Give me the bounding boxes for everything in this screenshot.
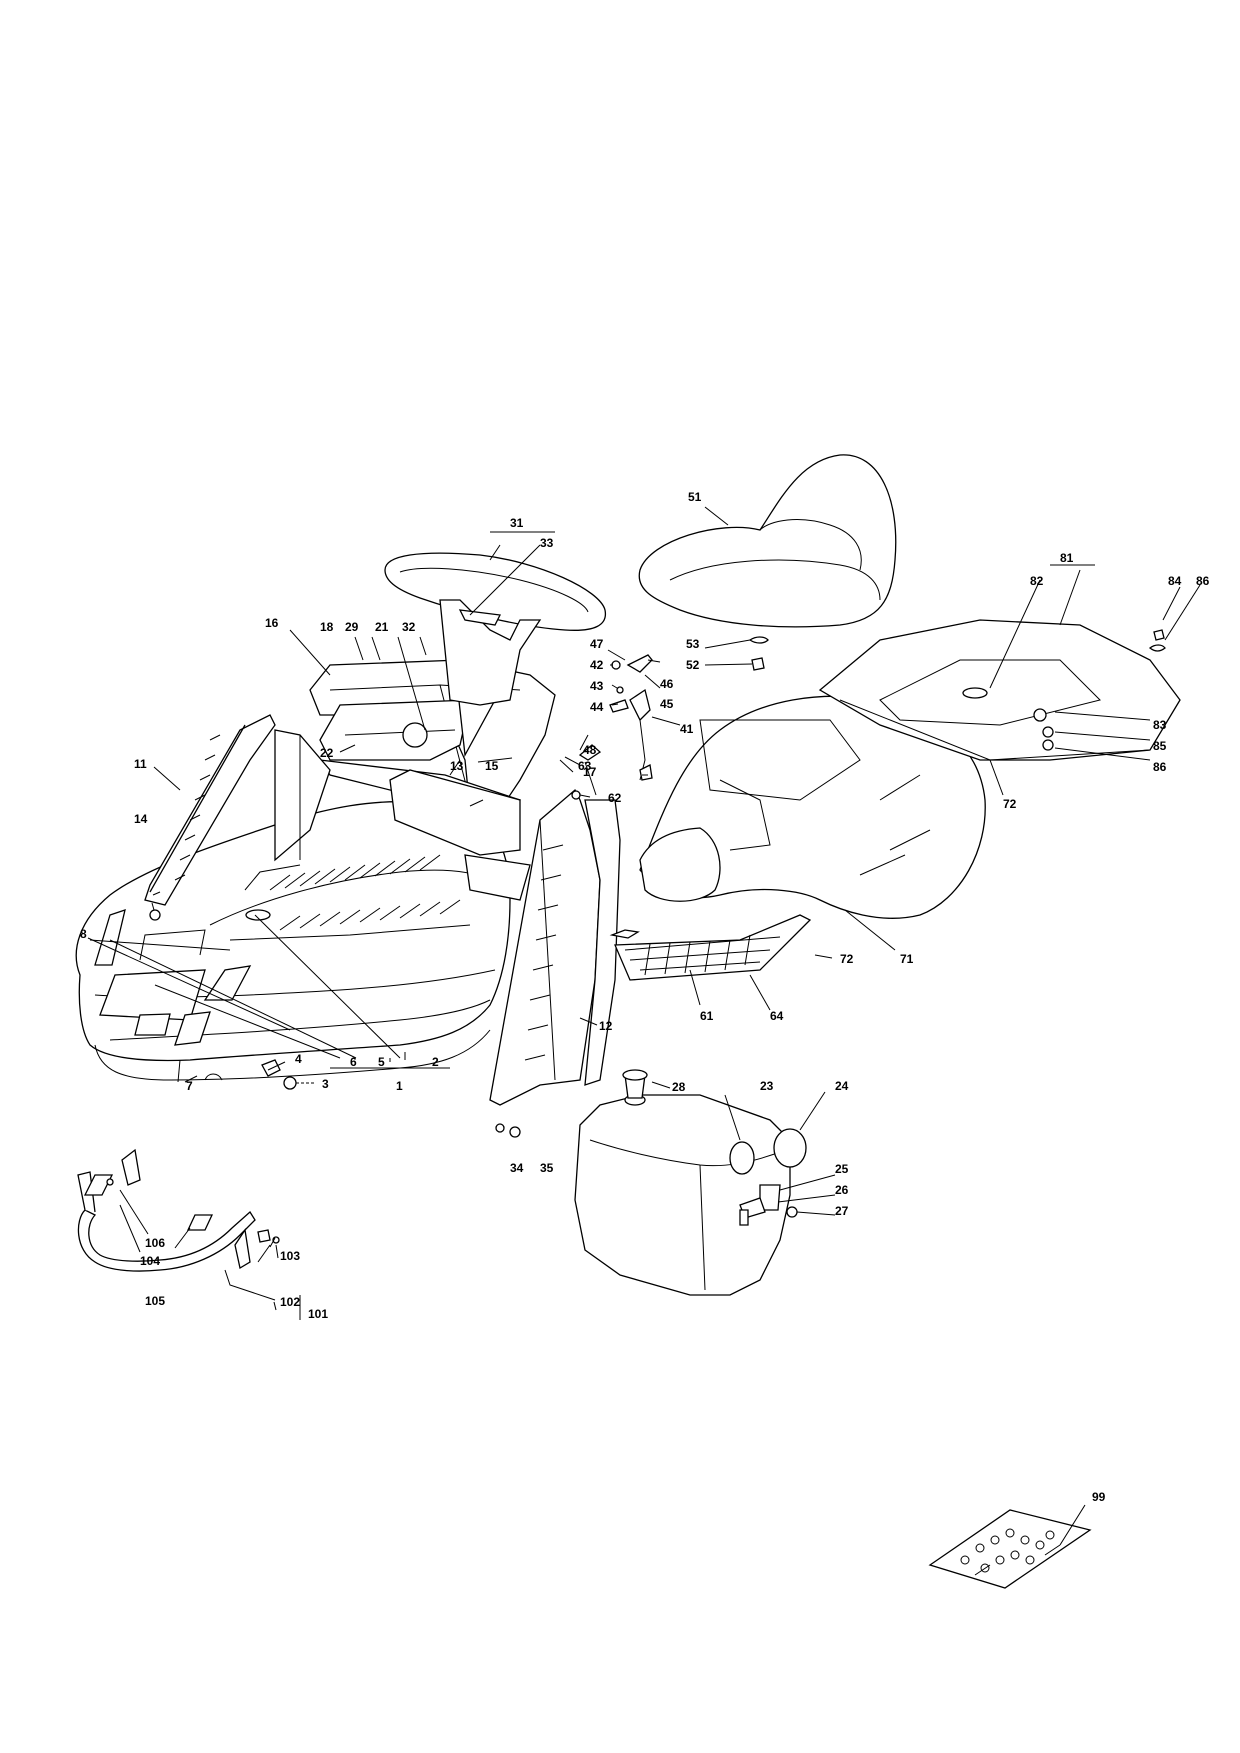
callout-26: 26 [835, 1183, 849, 1197]
hardware-kit-part [928, 1509, 1092, 1589]
callout-1: 1 [396, 1079, 403, 1093]
fender-part [639, 695, 986, 919]
steering-wheel-part [384, 552, 607, 706]
callout-48: 48 [583, 743, 597, 757]
callout-101: 101 [308, 1307, 328, 1321]
lever-assembly-part [571, 654, 653, 800]
callout-22: 22 [320, 746, 334, 760]
callout-104: 104 [140, 1254, 160, 1268]
bumper-part [77, 1148, 280, 1311]
callout-83: 83 [1153, 718, 1167, 732]
callout-18: 18 [320, 620, 334, 634]
callout-17: 17 [583, 765, 597, 779]
callout-25: 25 [835, 1162, 849, 1176]
callout-72b: 72 [840, 952, 854, 966]
seat-part [638, 454, 897, 671]
callout-33: 33 [540, 536, 554, 550]
callout-86a: 86 [1196, 574, 1210, 588]
callout-6: 6 [350, 1055, 357, 1069]
left-panel-part [144, 714, 331, 921]
callout-15: 15 [485, 759, 499, 773]
callout-45: 45 [660, 697, 674, 711]
footrest-part [609, 914, 812, 981]
callout-82: 82 [1030, 574, 1044, 588]
callout-29: 29 [345, 620, 359, 634]
callout-3: 3 [322, 1077, 329, 1091]
callout-81: 81 [1060, 551, 1074, 565]
callout-43: 43 [590, 679, 604, 693]
callout-24: 24 [835, 1079, 849, 1093]
seat-plate-part [818, 619, 1181, 761]
callout-86b: 86 [1153, 760, 1167, 774]
callout-51: 51 [688, 490, 702, 504]
callout-4: 4 [295, 1052, 302, 1066]
callout-61: 61 [700, 1009, 714, 1023]
callout-62: 62 [608, 791, 622, 805]
callout-16: 16 [265, 616, 279, 630]
dashboard-part [309, 659, 556, 901]
callout-63: 63 [578, 759, 592, 773]
callout-labels: 1 2 3 4 5 6 7 8 11 12 13 14 15 16 17 18 … [80, 490, 1210, 1504]
callout-84: 84 [1168, 574, 1182, 588]
callout-47: 47 [590, 637, 604, 651]
callout-72a: 72 [1003, 797, 1017, 811]
callout-14: 14 [134, 812, 148, 826]
callout-8: 8 [80, 927, 87, 941]
callout-103: 103 [280, 1249, 300, 1263]
callout-64: 64 [770, 1009, 784, 1023]
callout-21: 21 [375, 620, 389, 634]
callout-106: 106 [145, 1236, 165, 1250]
callout-2: 2 [432, 1055, 439, 1069]
callout-71: 71 [900, 952, 914, 966]
callout-5: 5 [378, 1055, 385, 1069]
callout-42: 42 [590, 658, 604, 672]
fastener-parts [261, 1059, 521, 1138]
callout-46: 46 [660, 677, 674, 691]
fuel-tank-part [574, 1069, 807, 1296]
right-panel-part [489, 788, 621, 1106]
callout-28: 28 [672, 1080, 686, 1094]
callout-34: 34 [510, 1161, 524, 1175]
callout-35: 35 [540, 1161, 554, 1175]
callout-41: 41 [680, 722, 694, 736]
callout-11: 11 [134, 757, 147, 771]
callout-44: 44 [590, 700, 604, 714]
callout-99: 99 [1092, 1490, 1106, 1504]
leader-lines [87, 506, 1201, 1546]
callout-31: 31 [510, 516, 524, 530]
callout-27: 27 [835, 1204, 849, 1218]
callout-23: 23 [760, 1079, 774, 1093]
callout-52: 52 [686, 658, 700, 672]
callout-105: 105 [145, 1294, 165, 1308]
callout-7: 7 [186, 1079, 193, 1093]
callout-102: 102 [280, 1295, 300, 1309]
callout-13: 13 [450, 759, 464, 773]
callout-85: 85 [1153, 739, 1167, 753]
callout-53: 53 [686, 637, 700, 651]
callout-32: 32 [402, 620, 416, 634]
callout-12: 12 [599, 1019, 613, 1033]
